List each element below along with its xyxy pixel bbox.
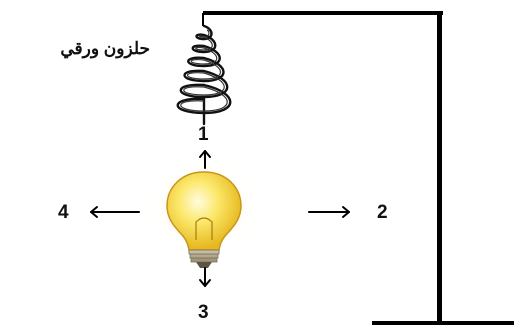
bulb-filament (195, 217, 213, 240)
direction-number-left: 4 (58, 202, 69, 223)
bulb-base-tip (196, 262, 212, 268)
paper-spiral (176, 24, 232, 126)
direction-number-up: 1 (198, 124, 209, 145)
arrow-up (199, 150, 211, 169)
support-stand (203, 11, 514, 325)
light-bulb (146, 155, 262, 268)
stand-foot (372, 321, 514, 325)
spiral-strip-edge (180, 29, 228, 112)
bulb-base-ring-3 (190, 257, 218, 263)
spiral-label: حلزون ورقي (60, 39, 150, 58)
arrow-right (308, 206, 350, 218)
stand-top-bar (203, 11, 443, 15)
arrow-left (90, 206, 140, 218)
direction-number-right: 2 (377, 202, 388, 223)
arrow-down (199, 267, 211, 287)
direction-number-down: 3 (198, 302, 209, 323)
bulb-base-ring-1 (188, 249, 220, 255)
stand-post (437, 11, 442, 325)
bulb-base-ring-2 (189, 253, 219, 259)
